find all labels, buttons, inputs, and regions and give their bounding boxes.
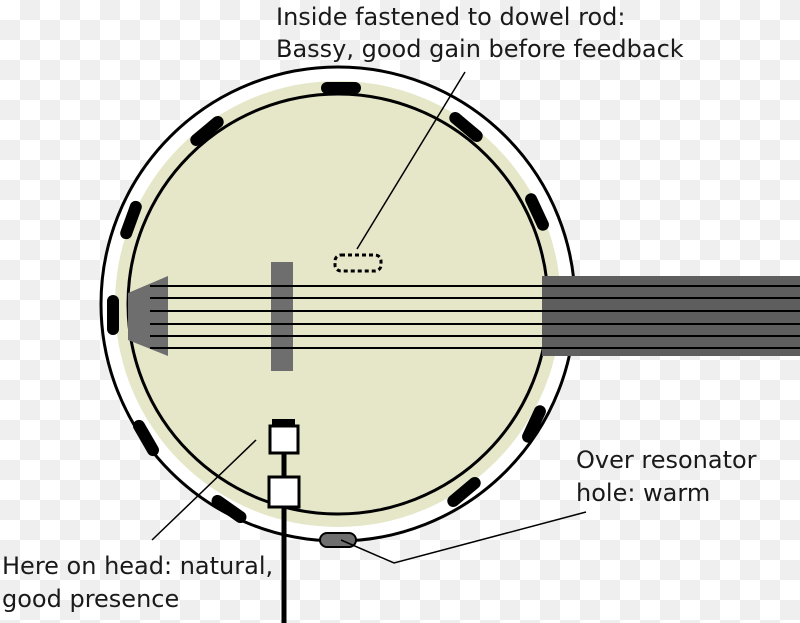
head-pickup-icon xyxy=(268,424,300,455)
label-head-line2: good presence xyxy=(2,585,179,613)
pickup-cap xyxy=(272,419,295,427)
tension-bracket xyxy=(522,405,546,443)
tension-bracket xyxy=(107,295,119,335)
tension-bracket xyxy=(447,477,481,507)
head-pickup xyxy=(267,419,301,623)
banjo-bridge xyxy=(271,262,293,371)
resonator-pickup-icon xyxy=(319,532,357,548)
banjo-neck xyxy=(542,276,800,356)
tension-brackets xyxy=(107,82,549,524)
label-inside-line2: Bassy, good gain before feedback xyxy=(276,35,684,63)
tension-bracket xyxy=(321,82,361,94)
callout-line-inside xyxy=(356,71,466,250)
tension-bracket xyxy=(120,200,142,240)
callout-line-head xyxy=(151,439,257,541)
pickup-jack xyxy=(267,475,301,509)
label-head-line1: Here on head: natural, xyxy=(2,552,273,580)
tension-bracket xyxy=(211,494,247,524)
tension-bracket xyxy=(525,193,549,231)
tension-bracket xyxy=(449,112,483,142)
banjo-body xyxy=(99,65,577,543)
tension-bracket xyxy=(190,116,224,146)
callout-line-resonator xyxy=(340,511,587,564)
dashed-pickup-icon xyxy=(333,253,383,273)
tension-bracket xyxy=(133,419,159,457)
label-resonator-line2: hole: warm xyxy=(576,479,710,507)
banjo-strings xyxy=(150,285,800,349)
label-resonator-line1: Over resonator xyxy=(576,446,757,474)
label-inside-line1: Inside fastened to dowel rod: xyxy=(276,3,625,31)
callout-lines xyxy=(151,71,587,564)
banjo-head xyxy=(115,81,561,527)
